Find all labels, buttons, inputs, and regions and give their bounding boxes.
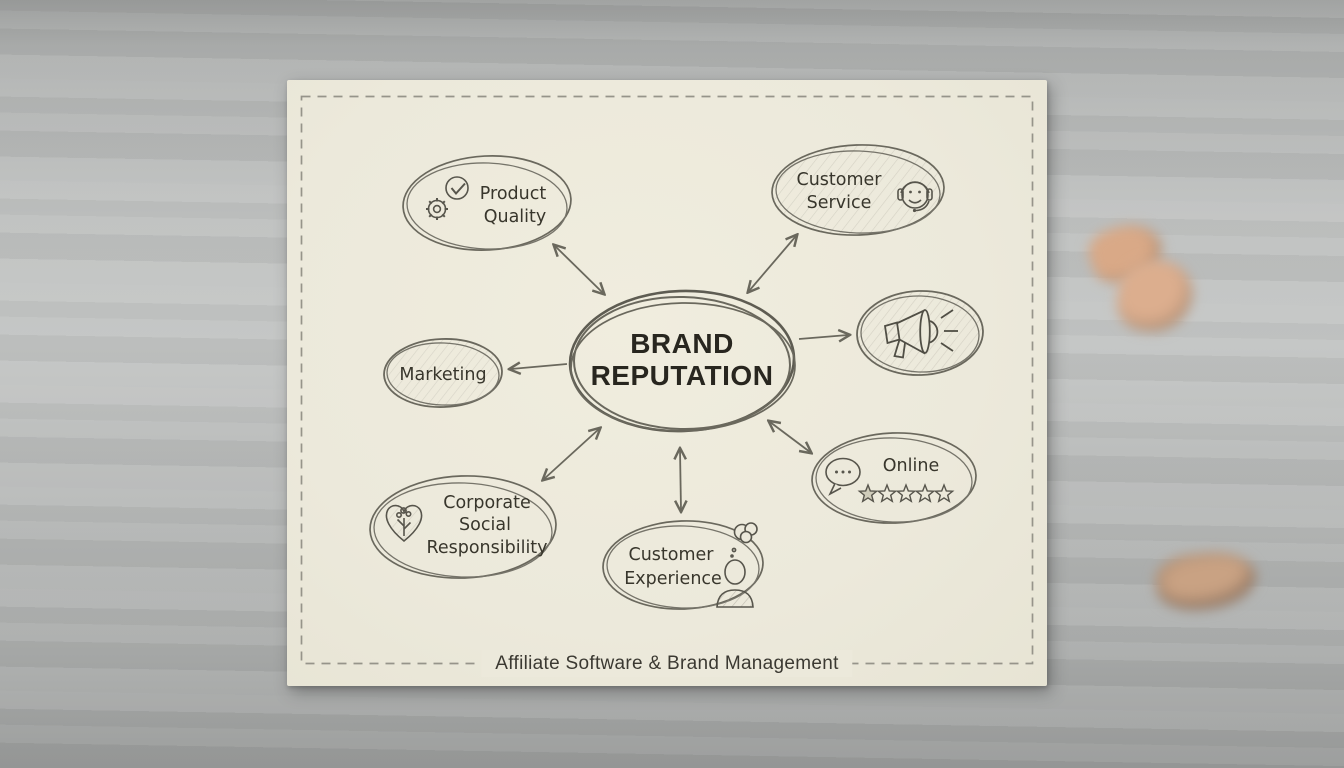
arrow-product-quality xyxy=(555,246,603,293)
svg-text:Corporate: Corporate xyxy=(443,493,530,513)
arrow-marketing xyxy=(511,364,568,369)
center-node-brand-reputation: BRAND REPUTATION xyxy=(568,289,796,433)
node-product-quality: Product Quality xyxy=(402,155,572,251)
svg-text:Product: Product xyxy=(480,184,547,204)
node-online-reviews: Online xyxy=(811,432,977,524)
speech-bubble-icon xyxy=(825,457,861,496)
node-customer-experience: Customer Experience xyxy=(602,520,764,610)
star-icon-1 xyxy=(857,483,879,503)
headset-face-icon xyxy=(897,181,933,213)
node-customer-service: Customer Service xyxy=(771,144,945,236)
arrow-customer-experience xyxy=(680,450,681,510)
svg-text:Customer: Customer xyxy=(796,170,882,190)
mindmap-paper-card: BRAND REPUTATION Produc xyxy=(287,80,1047,686)
star-icon-3 xyxy=(895,483,917,503)
star-icon-2 xyxy=(876,483,898,503)
arrow-customer-service xyxy=(749,236,796,291)
svg-text:Customer: Customer xyxy=(628,545,714,565)
svg-text:Quality: Quality xyxy=(484,207,547,227)
thinking-person-icon xyxy=(716,522,758,608)
wood-shaving-blob xyxy=(1153,547,1259,615)
star-icon-5 xyxy=(933,483,955,503)
svg-text:REPUTATION: REPUTATION xyxy=(591,360,774,391)
star-icon-4 xyxy=(914,483,936,503)
svg-text:Social: Social xyxy=(459,515,511,535)
node-marketing: Marketing xyxy=(383,338,503,408)
dashed-border xyxy=(300,95,1034,665)
megaphone-icon xyxy=(883,309,958,359)
svg-text:Online: Online xyxy=(883,456,939,476)
svg-text:Service: Service xyxy=(807,193,872,213)
node-csr: Corporate Social Responsibility xyxy=(369,475,557,579)
arrow-online xyxy=(770,422,810,452)
connector-arrows xyxy=(511,236,848,510)
mindmap-diagram: BRAND REPUTATION Produc xyxy=(300,95,1034,665)
arrow-csr xyxy=(544,429,599,479)
svg-text:Responsibility: Responsibility xyxy=(426,538,547,558)
center-label: BRAND xyxy=(630,328,734,359)
footer-caption: Affiliate Software & Brand Management xyxy=(481,650,853,677)
node-megaphone xyxy=(856,290,984,376)
star-rating xyxy=(857,483,955,503)
arrow-megaphone xyxy=(798,335,848,339)
svg-text:Experience: Experience xyxy=(624,569,722,589)
gear-check-icon xyxy=(426,176,469,220)
svg-text:Marketing: Marketing xyxy=(399,365,486,385)
heart-tree-icon xyxy=(385,504,423,543)
